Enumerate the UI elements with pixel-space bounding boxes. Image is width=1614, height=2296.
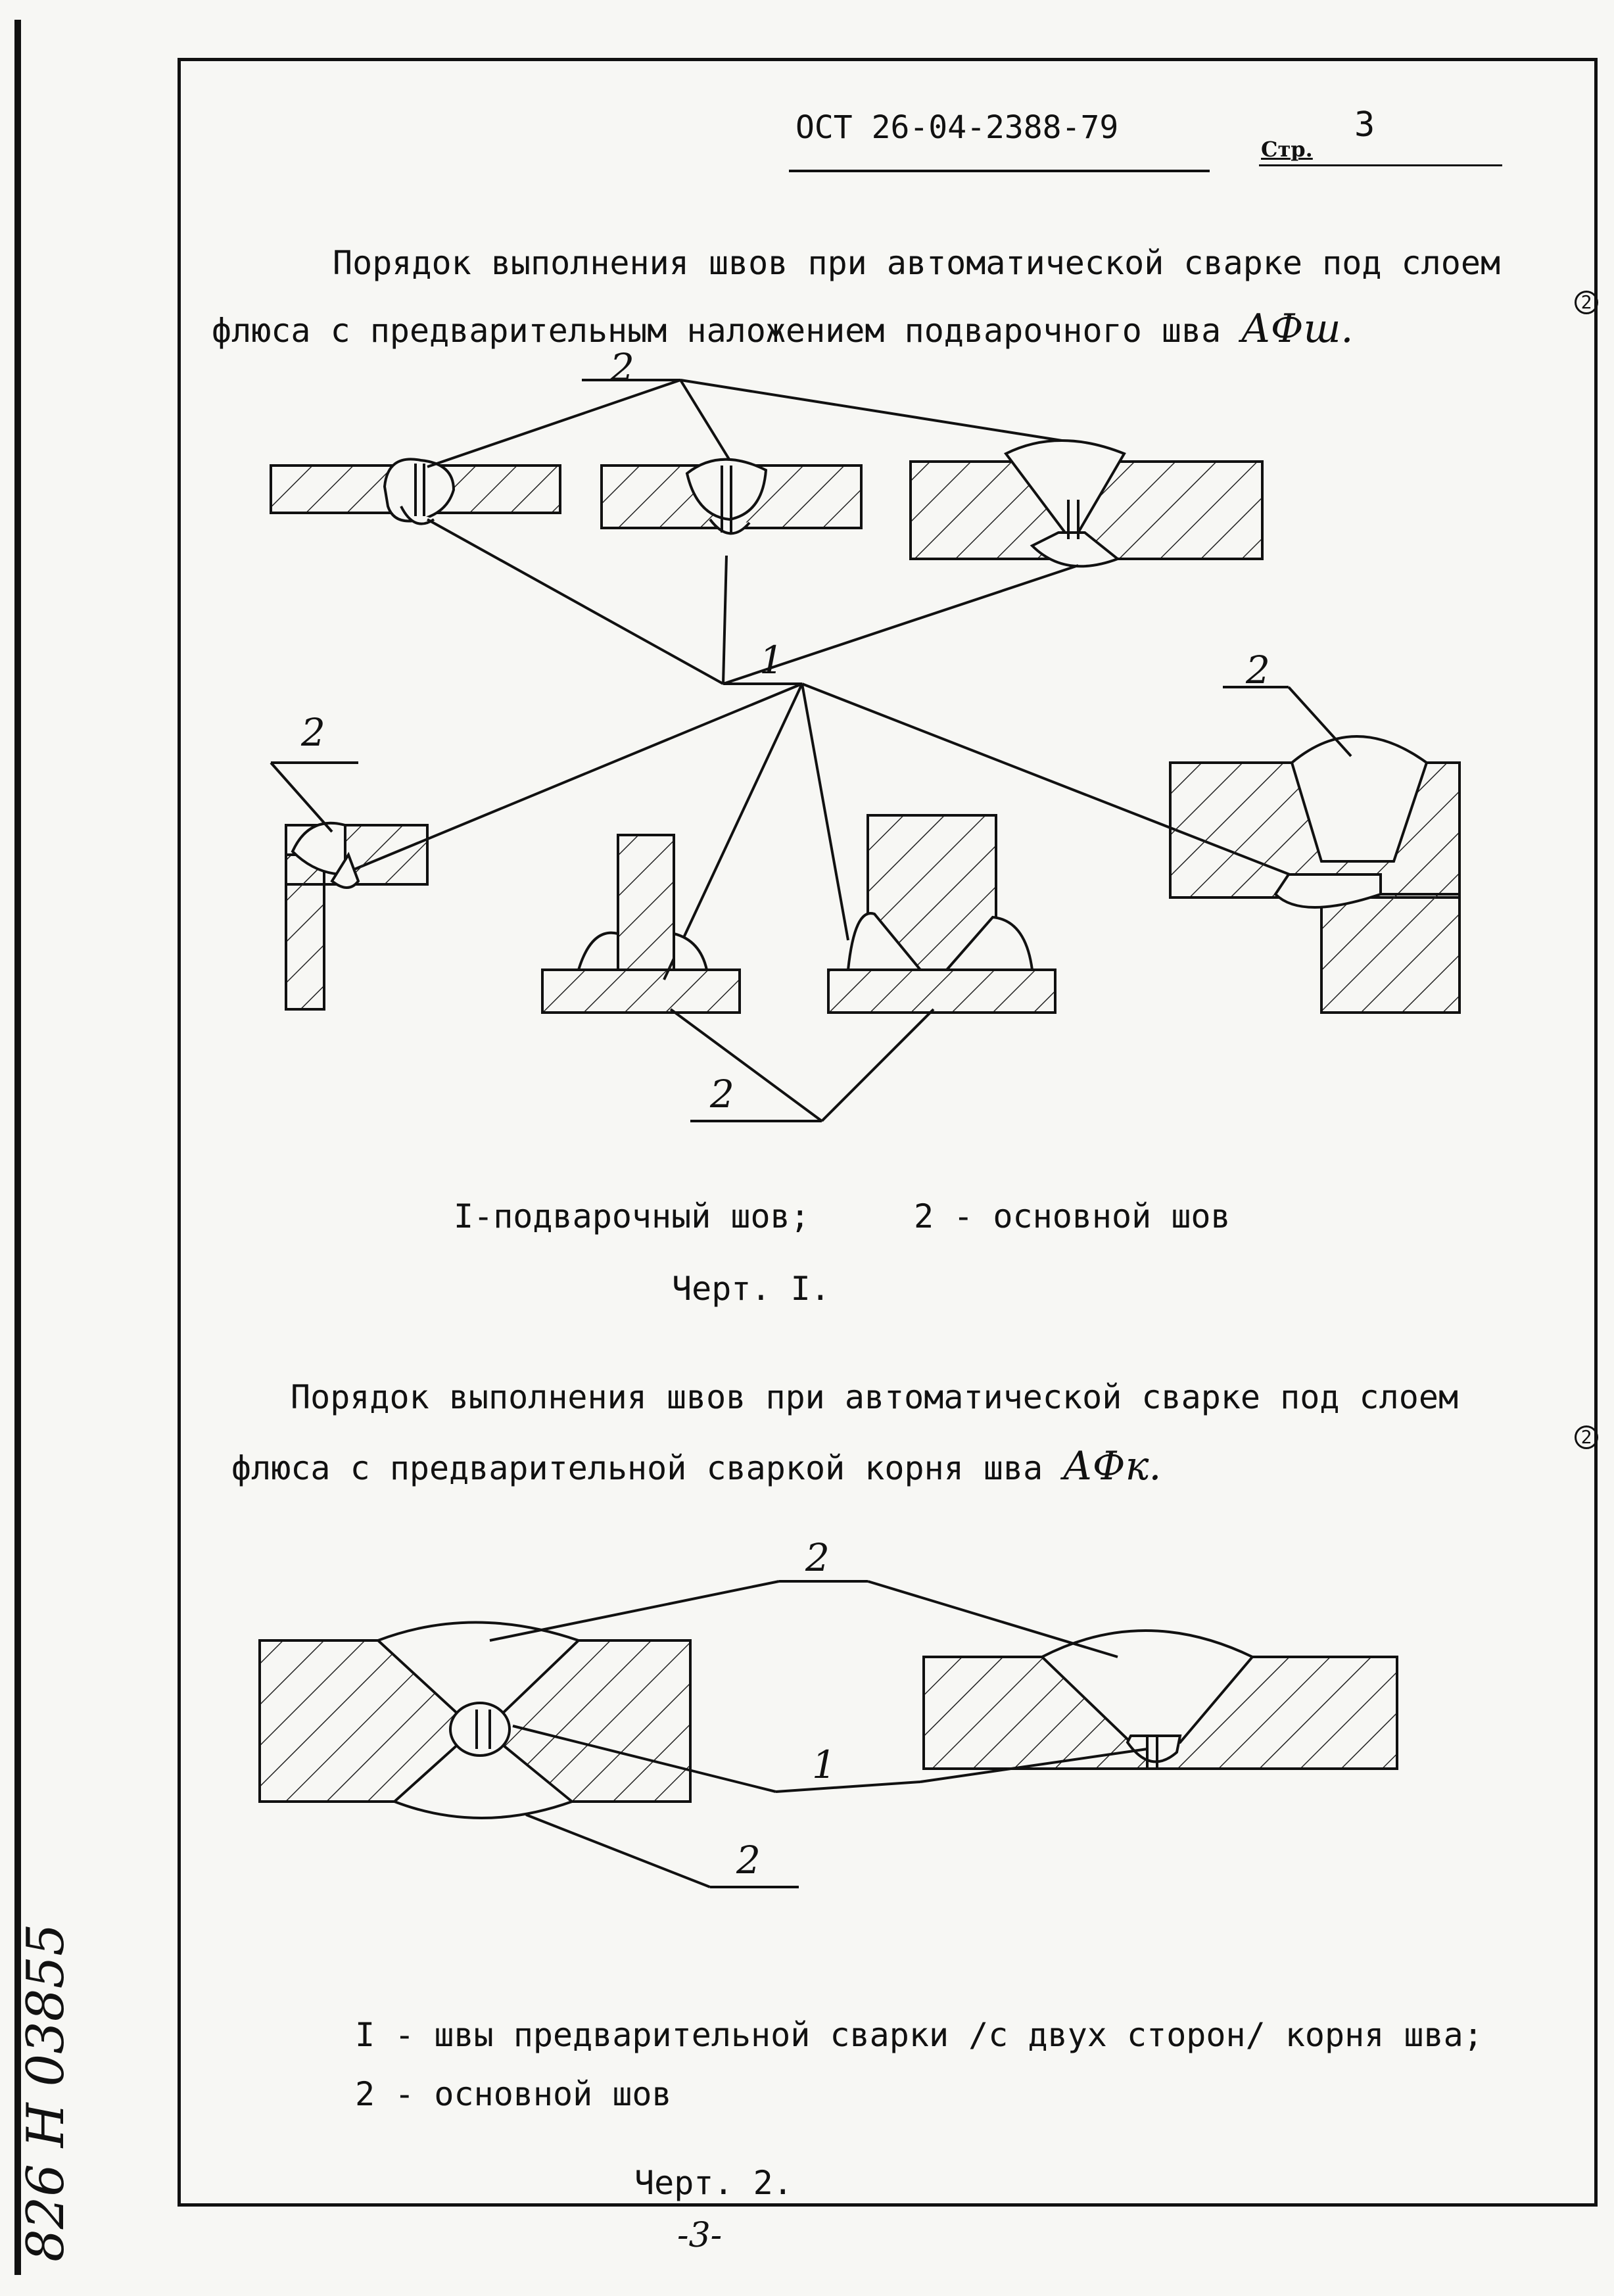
section2-line2: флюса с предварительной сваркой корня шв…	[231, 1440, 1161, 1495]
fig1-label-main-top: 2	[610, 345, 634, 390]
fig1-legend-main: 2 - основной шов	[914, 1197, 1231, 1235]
section2-line2-text: флюса с предварительной сваркой корня шв…	[231, 1449, 1043, 1487]
fig1-joint-a	[270, 458, 561, 525]
fig2-caption: Черт. 2.	[634, 2164, 793, 2202]
page-number: 3	[1354, 105, 1375, 145]
fig1-lap-joint	[1169, 735, 1461, 1014]
section1-line1: Порядок выполнения швов при автоматическ…	[333, 244, 1501, 282]
fig2-single-v-joint	[922, 1629, 1398, 1770]
side-inventory-stamp: 826 Н 03855	[16, 1923, 76, 2262]
binding-line	[14, 20, 21, 2275]
page-frame	[178, 58, 1598, 2207]
doc-code: ОСТ 26-04-2388-79	[795, 109, 1119, 146]
section1-handwritten-code: АФш.	[1241, 306, 1354, 352]
section2-line1: Порядок выполнения швов при автоматическ…	[291, 1378, 1459, 1416]
section1-line2: флюса с предварительным наложением подва…	[212, 302, 1354, 357]
fig1-label-root: 1	[759, 638, 784, 682]
fig1-caption: Черт. I.	[672, 1270, 830, 1308]
page-underline	[1259, 164, 1502, 166]
fig2-label-root: 1	[812, 1742, 836, 1787]
section1-line2-text: флюса с предварительным наложением подва…	[212, 312, 1222, 350]
fig1-label-main-left: 2	[301, 710, 325, 755]
fig2-label-main-bottom: 2	[736, 1838, 761, 1882]
fig1-legend-root: I-подварочный шов;	[454, 1197, 810, 1235]
fig1-t-joint-b	[827, 814, 1056, 1014]
fig1-corner-joint	[285, 821, 429, 1011]
fig2-double-v-joint	[258, 1621, 692, 1819]
fig1-label-main-bottom: 2	[710, 1072, 734, 1116]
fig1-t-joint-a	[541, 834, 741, 1014]
fig2-label-main-top: 2	[805, 1535, 830, 1580]
margin-mark-2: 2	[1575, 1425, 1598, 1449]
fig1-label-main-right: 2	[1246, 648, 1270, 692]
fig2-legend-root: I - швы предварительной сварки /с двух с…	[355, 2016, 1483, 2054]
section2-handwritten-code: АФк.	[1062, 1443, 1162, 1489]
margin-mark-1: 2	[1575, 291, 1598, 314]
fig1-joint-c	[909, 439, 1264, 568]
fig1-joint-b	[600, 458, 863, 535]
fig2-legend-main: 2 - основной шов	[355, 2075, 672, 2113]
doc-code-underline	[789, 170, 1210, 172]
page-label: Стр.	[1261, 137, 1313, 162]
bottom-page-number: -3-	[677, 2216, 723, 2255]
